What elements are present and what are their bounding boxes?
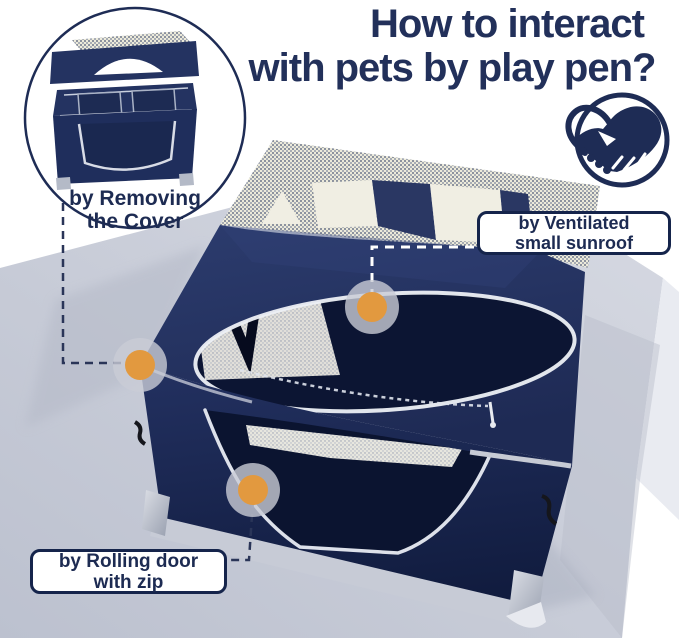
mesh-seen-through-door: [246, 425, 462, 467]
backdrop-shadow-right: [560, 315, 660, 638]
feature-markers: [113, 280, 399, 517]
page-title-line2: with pets by play pen?: [248, 46, 657, 90]
left-strap: [133, 420, 147, 446]
zipper-pull-tip: [490, 422, 496, 428]
inset-remove-cover: [23, 6, 247, 230]
callout-sunroof-line1: by Ventilated: [518, 213, 630, 233]
connector-door: [229, 499, 255, 562]
callout-door-line2: with zip: [93, 571, 164, 593]
backdrop-light-band: [636, 278, 679, 520]
playpen-front-wall: [140, 364, 572, 622]
heart-handshake-icon: [565, 92, 670, 188]
right-foot-cap: [506, 602, 546, 628]
cover-zipper-line: [239, 368, 489, 408]
marker-sunroof: [345, 280, 399, 334]
callout-door: by Rolling door with zip: [30, 549, 227, 594]
inset-caption: by Removing the Cover: [35, 187, 235, 233]
right-strap: [541, 494, 558, 526]
marker-cover-corner: [113, 338, 167, 392]
playpen-roof-cover: [140, 225, 585, 466]
connector-remove-cover: [61, 203, 124, 365]
callout-sunroof: by Ventilated small sunroof: [477, 211, 671, 255]
pen-cast-shadow-left: [25, 245, 205, 428]
page-title-line1: How to interact: [370, 2, 645, 46]
inset-mini-playpen: [50, 31, 199, 190]
callout-door-line1: by Rolling door: [58, 550, 199, 572]
inset-caption-line2: the Cover: [86, 210, 184, 233]
zipper-pull: [488, 401, 495, 424]
left-front-foot: [142, 490, 170, 536]
inset-caption-line1: by Removing: [69, 187, 201, 210]
playpen-base-and-feet: [133, 420, 558, 628]
callout-sunroof-line2: small sunroof: [514, 233, 634, 253]
base-rail: [150, 516, 528, 626]
front-rail-highlight-right: [469, 449, 572, 469]
marker-door-zip: [226, 463, 280, 517]
door-zip-trim: [203, 408, 492, 555]
